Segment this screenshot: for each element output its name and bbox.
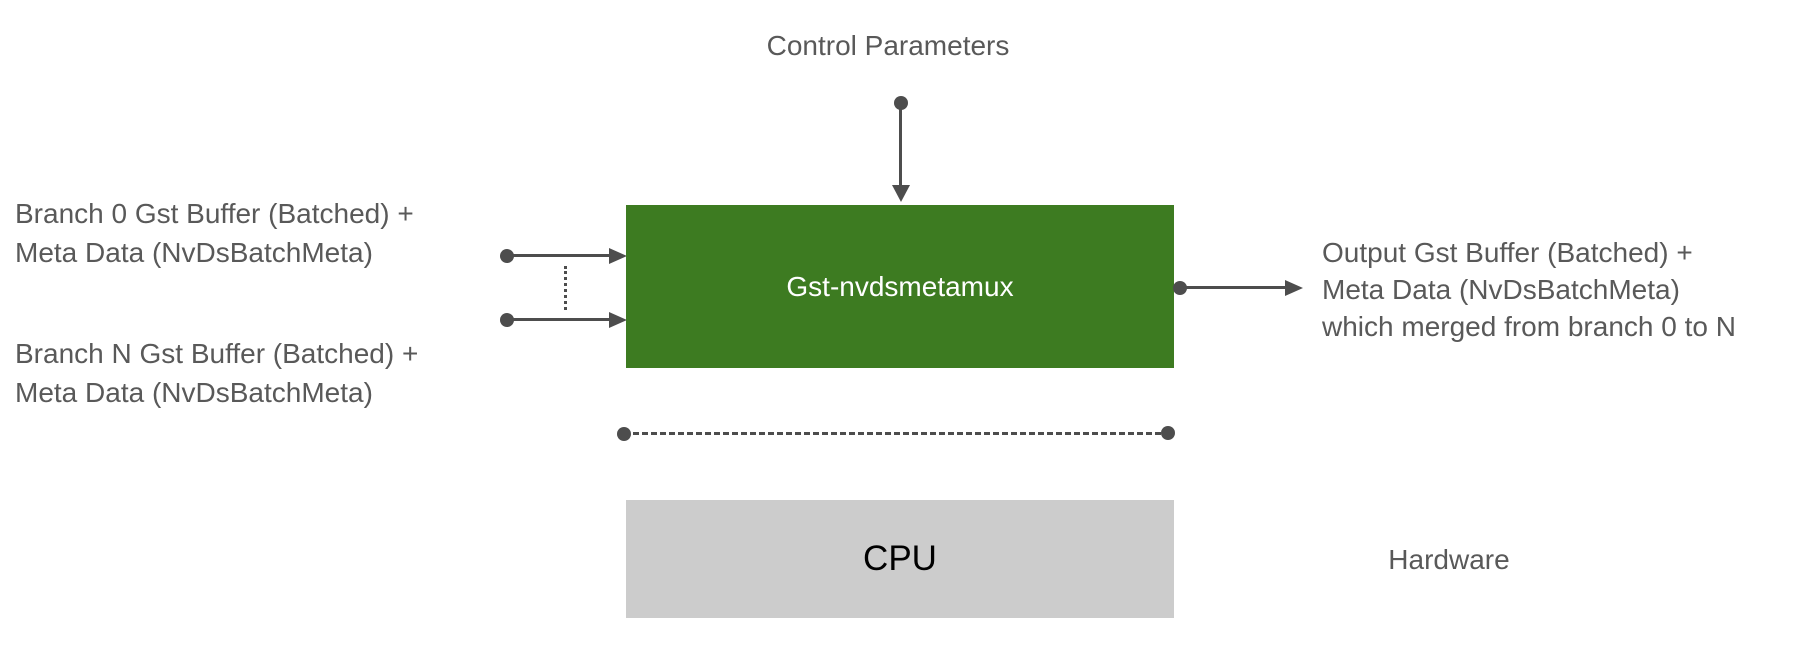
output-line2: Meta Data (NvDsBatchMeta)	[1322, 274, 1680, 305]
input-branch-0-label: Branch 0 Gst Buffer (Batched) + Meta Dat…	[15, 194, 414, 272]
input-ellipsis-dotted-line	[564, 266, 567, 310]
control-arrowhead-icon	[892, 185, 910, 202]
input-connector-n-line	[511, 318, 609, 321]
input-branch-0-line2: Meta Data (NvDsBatchMeta)	[15, 237, 373, 268]
control-parameters-label: Control Parameters	[766, 30, 1010, 61]
input-branch-n-label: Branch N Gst Buffer (Batched) + Meta Dat…	[15, 334, 418, 412]
output-line1: Output Gst Buffer (Batched) +	[1322, 237, 1693, 268]
input-connector-n-arrowhead-icon	[609, 312, 627, 328]
input-connector-n-dot	[500, 313, 514, 327]
output-line3: which merged from branch 0 to N	[1322, 311, 1736, 342]
input-connector-0-dot	[500, 249, 514, 263]
plugin-box-label: Gst-nvdsmetamux	[786, 270, 1014, 302]
input-branch-n-line1: Branch N Gst Buffer (Batched) +	[15, 338, 419, 369]
separator-right-dot	[1161, 426, 1175, 440]
output-connector-dot	[1173, 281, 1187, 295]
input-connector-0-line	[511, 254, 609, 257]
input-branch-0-line1: Branch 0 Gst Buffer (Batched) +	[15, 198, 414, 229]
output-connector-arrowhead-icon	[1285, 280, 1303, 296]
plugin-box: Gst-nvdsmetamux	[626, 205, 1174, 368]
control-connector-line	[899, 108, 902, 186]
cpu-box-label: CPU	[863, 539, 937, 578]
output-connector-line	[1184, 286, 1285, 289]
output-label: Output Gst Buffer (Batched) + Meta Data …	[1322, 234, 1736, 345]
separator-dashed-line	[633, 432, 1161, 435]
input-connector-0-arrowhead-icon	[609, 248, 627, 264]
control-connector-dot	[894, 96, 908, 110]
separator-left-dot	[617, 427, 631, 441]
input-branch-n-line2: Meta Data (NvDsBatchMeta)	[15, 377, 373, 408]
hardware-label: Hardware	[1388, 544, 1510, 575]
cpu-box: CPU	[626, 500, 1174, 618]
